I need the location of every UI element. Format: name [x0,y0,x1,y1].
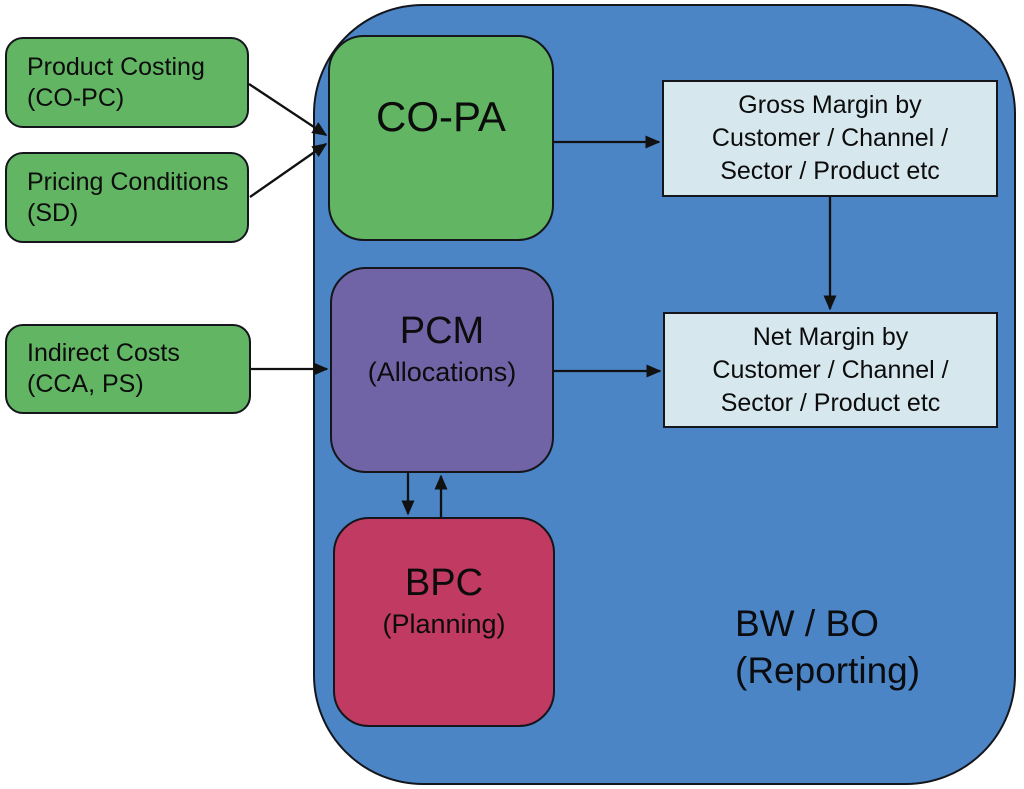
node-co-pa: CO-PA [328,35,554,241]
container-label-line2: (Reporting) [735,650,921,691]
container-label: BW / BO (Reporting) [735,600,920,694]
node-pcm: PCM (Allocations) [330,267,554,473]
node-co-pa-title: CO-PA [376,93,506,140]
node-bpc-title: BPC [404,562,484,604]
node-pricing-conditions: Pricing Conditions (SD) [5,152,249,243]
node-net-margin-line1: Net Margin by [752,322,909,351]
node-indirect-costs: Indirect Costs (CCA, PS) [5,324,251,414]
node-pcm-subtitle: (Allocations) [367,357,517,387]
node-bpc-subtitle: (Planning) [382,609,506,639]
container-label-line1: BW / BO [735,603,879,644]
node-net-margin-line2: Customer / Channel / [712,355,949,384]
node-product-costing-line1: Product Costing [27,52,205,81]
node-bpc: BPC (Planning) [333,517,555,727]
node-net-margin-line3: Sector / Product etc [720,388,941,417]
node-gross-margin: Gross Margin by Customer / Channel / Sec… [662,80,998,197]
node-indirect-costs-line1: Indirect Costs [27,339,180,367]
node-net-margin: Net Margin by Customer / Channel / Secto… [663,312,998,428]
node-pricing-conditions-line2: (SD) [27,198,79,227]
node-product-costing: Product Costing (CO-PC) [5,37,249,128]
node-pcm-title: PCM [399,310,485,352]
node-gross-margin-line1: Gross Margin by [738,91,922,119]
node-gross-margin-line3: Sector / Product etc [720,157,940,185]
node-gross-margin-line2: Customer / Channel / [711,124,949,152]
node-product-costing-line2: (CO-PC) [27,83,125,112]
node-indirect-costs-line2: (CCA, PS) [27,370,144,398]
node-pricing-conditions-line1: Pricing Conditions [27,167,229,196]
